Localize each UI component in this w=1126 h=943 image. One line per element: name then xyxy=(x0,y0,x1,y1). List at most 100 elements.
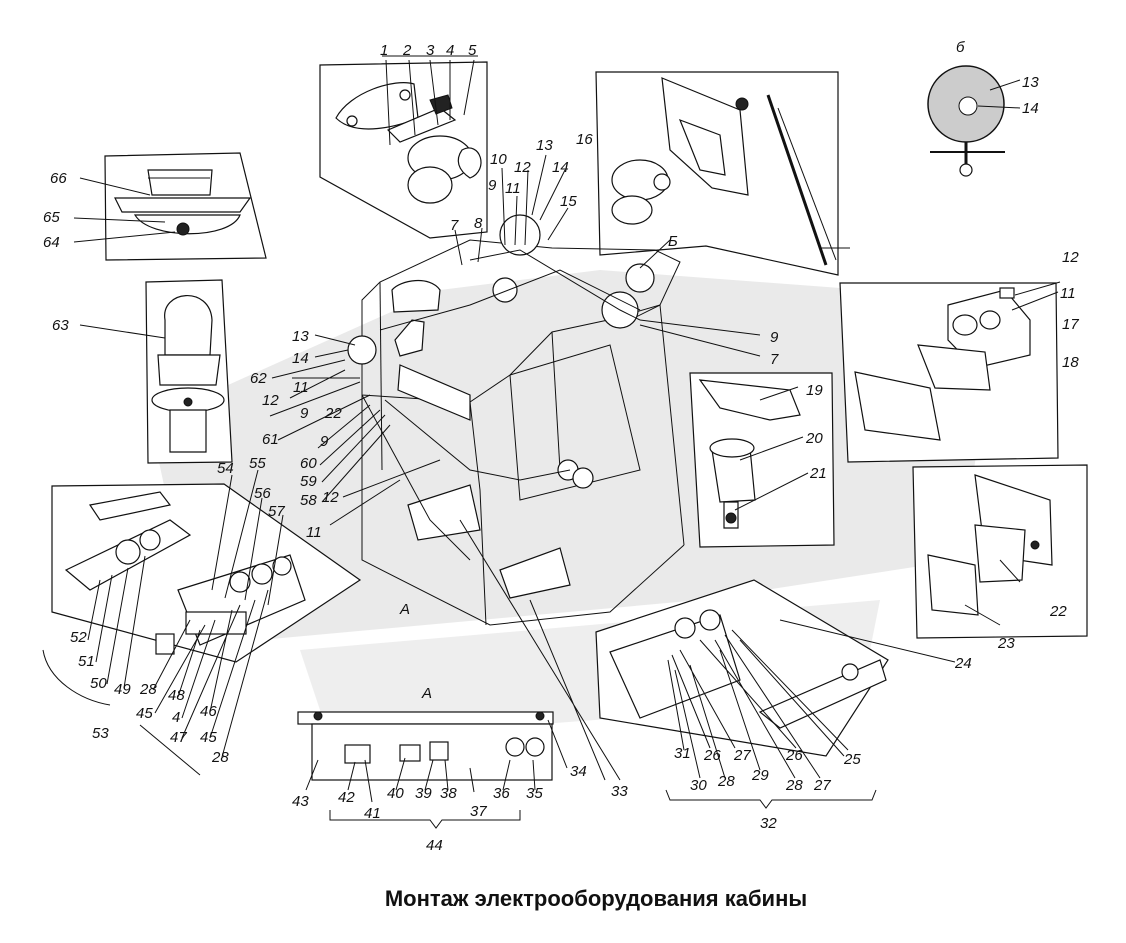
label-60: 60 xyxy=(300,455,317,472)
label-11-l2: 11 xyxy=(306,524,322,541)
label-22-l: 22 xyxy=(324,405,342,422)
label-14-b: 14 xyxy=(1022,100,1039,117)
label-36: 36 xyxy=(493,785,510,802)
label-9-l2: 9 xyxy=(320,433,329,450)
label-40: 40 xyxy=(387,785,404,802)
label-13-b: 13 xyxy=(1022,74,1039,91)
label-23: 23 xyxy=(997,635,1015,652)
label-16: 16 xyxy=(576,131,593,148)
label-53: 53 xyxy=(92,725,109,742)
label-34: 34 xyxy=(570,763,587,780)
label-26-r2: 26 xyxy=(785,747,803,764)
label-65: 65 xyxy=(43,209,60,226)
label-12-l: 12 xyxy=(262,392,279,409)
label-26-r: 26 xyxy=(703,747,721,764)
label-8: 8 xyxy=(474,215,483,232)
label-1: 1 xyxy=(380,42,388,59)
label-31: 31 xyxy=(674,745,691,762)
label-27-r2: 27 xyxy=(813,777,831,794)
inset-beacon xyxy=(145,279,233,464)
label-43: 43 xyxy=(292,793,309,810)
label-28-l: 28 xyxy=(139,681,157,698)
label-48: 48 xyxy=(168,687,185,704)
small-lamp-b xyxy=(625,263,655,293)
label-17: 17 xyxy=(1062,316,1079,333)
label-18: 18 xyxy=(1062,354,1079,371)
label-44: 44 xyxy=(426,837,443,854)
label-45-l: 45 xyxy=(136,705,153,722)
inset-left-panel xyxy=(51,483,362,663)
label-39: 39 xyxy=(415,785,432,802)
inset-lamp-switch xyxy=(319,61,488,239)
label-56: 56 xyxy=(254,485,271,502)
label-24: 24 xyxy=(954,655,972,672)
inset-right-panel xyxy=(595,579,889,757)
label-27-r: 27 xyxy=(733,747,751,764)
view-label-b-top: б xyxy=(956,39,965,56)
label-2: 2 xyxy=(402,42,412,59)
label-13: 13 xyxy=(536,137,553,154)
label-55: 55 xyxy=(249,455,266,472)
label-29: 29 xyxy=(751,767,769,784)
label-54: 54 xyxy=(217,460,234,477)
inset-back-plate xyxy=(912,464,1088,639)
label-57: 57 xyxy=(268,503,285,520)
label-9-r: 9 xyxy=(770,329,779,346)
label-20: 20 xyxy=(805,430,823,447)
label-46: 46 xyxy=(200,703,217,720)
inset-panel-a xyxy=(297,711,554,781)
label-32: 32 xyxy=(760,815,777,832)
label-11-l: 11 xyxy=(293,379,309,396)
diagram-title: Монтаж электрооборудования кабины xyxy=(385,886,807,911)
view-label-b-mid: Б xyxy=(668,233,678,250)
label-49: 49 xyxy=(114,681,131,698)
label-4-l: 4 xyxy=(172,709,180,726)
label-64: 64 xyxy=(43,234,60,251)
label-41: 41 xyxy=(364,805,381,822)
label-37: 37 xyxy=(470,803,487,820)
label-21: 21 xyxy=(809,465,827,482)
inset-relay xyxy=(689,372,835,548)
label-59: 59 xyxy=(300,473,317,490)
view-label-a: А xyxy=(421,685,432,702)
label-25: 25 xyxy=(843,751,861,768)
label-12-r: 12 xyxy=(1062,249,1079,266)
label-11: 11 xyxy=(505,180,521,197)
label-33: 33 xyxy=(611,783,628,800)
label-62: 62 xyxy=(250,370,267,387)
label-28-r: 28 xyxy=(717,773,735,790)
label-15: 15 xyxy=(560,193,577,210)
label-51: 51 xyxy=(78,653,95,670)
label-12: 12 xyxy=(514,159,531,176)
label-9-l: 9 xyxy=(300,405,309,422)
label-66: 66 xyxy=(50,170,67,187)
label-3: 3 xyxy=(426,42,435,59)
round-lamp-b xyxy=(927,65,1005,177)
label-11-r: 11 xyxy=(1060,285,1076,302)
label-13-l: 13 xyxy=(292,328,309,345)
leader-lines xyxy=(42,55,1061,829)
label-12-l2: 12 xyxy=(322,489,339,506)
label-50: 50 xyxy=(90,675,107,692)
label-5: 5 xyxy=(468,42,477,59)
label-7-r: 7 xyxy=(770,351,779,368)
view-label-a-small: А xyxy=(399,601,410,618)
label-19: 19 xyxy=(806,382,823,399)
label-47: 47 xyxy=(170,729,187,746)
label-7: 7 xyxy=(450,217,459,234)
label-58: 58 xyxy=(300,492,317,509)
label-45-l2: 45 xyxy=(200,729,217,746)
label-61: 61 xyxy=(262,431,279,448)
label-52: 52 xyxy=(70,629,87,646)
label-14-l: 14 xyxy=(292,350,309,367)
callout-labels: 1 2 3 4 5 7 8 10 9 11 12 13 14 15 16 13 … xyxy=(43,39,1079,854)
label-38: 38 xyxy=(440,785,457,802)
inset-cab-light xyxy=(104,152,267,261)
label-14: 14 xyxy=(552,159,569,176)
label-35: 35 xyxy=(526,785,543,802)
inset-rear-panel xyxy=(839,282,1059,463)
label-10: 10 xyxy=(490,151,507,168)
label-28-l2: 28 xyxy=(211,749,229,766)
inset-wiper xyxy=(595,71,839,276)
